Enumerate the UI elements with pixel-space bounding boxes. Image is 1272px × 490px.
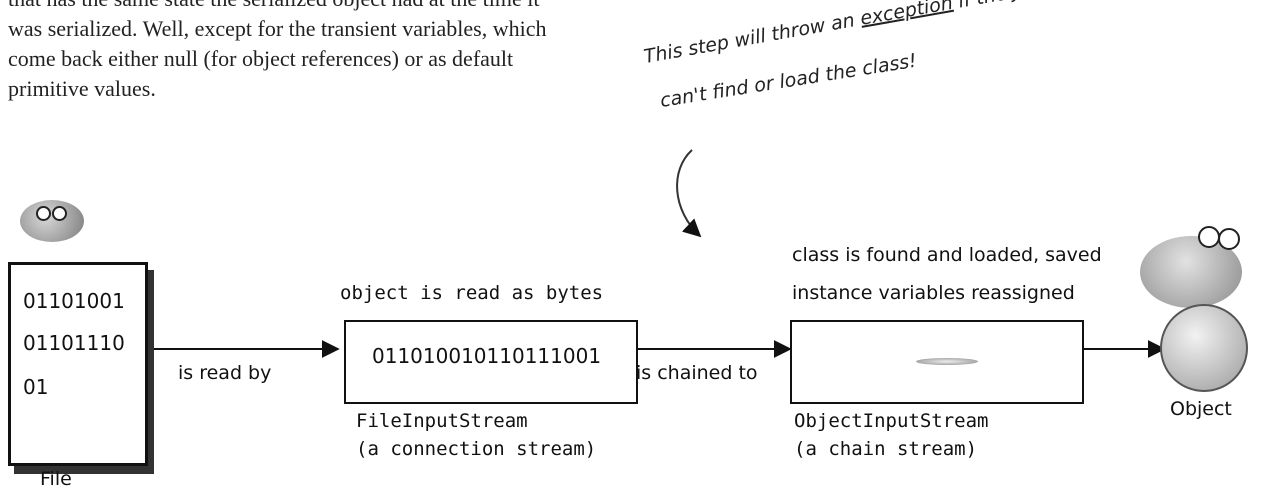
reassigned-caption: instance variables reassigned: [792, 282, 1075, 304]
class-loaded-caption: class is found and loaded, saved: [792, 244, 1102, 266]
chained-to-label: is chained to: [636, 362, 758, 384]
paragraph-line: come back either null (for object refere…: [8, 46, 514, 71]
file-box: 01101001 01101110 01: [8, 262, 148, 466]
object-sphere-icon: [1160, 304, 1248, 392]
paragraph-line: primitive values.: [8, 76, 156, 101]
note-pointer-arrow: [676, 149, 702, 238]
file-bits-line: 01101110: [23, 331, 125, 355]
fis-name: FileInputStream: [356, 410, 528, 432]
file-bits-line: 01: [23, 375, 49, 399]
paragraph-line: was serialized. Well, except for the tra…: [8, 16, 547, 41]
file-bits-line: 01101001: [23, 289, 125, 313]
frog-eye-icon: [1218, 228, 1240, 250]
object-input-stream-box: [790, 320, 1084, 404]
lens-disc-icon: [916, 358, 978, 365]
object-label: Object: [1170, 398, 1232, 420]
bytes-caption: object is read as bytes: [340, 282, 604, 304]
mascot-eye-icon: [52, 206, 67, 221]
mascot-eye-icon: [36, 206, 51, 221]
file-label: File: [40, 468, 72, 490]
frog-mascot-icon: [20, 200, 84, 242]
ois-name: ObjectInputStream: [794, 410, 989, 432]
intro-paragraph: that has the same state the serialized o…: [8, 0, 768, 104]
byte-sequence: 011010010110111001: [372, 344, 602, 368]
frog-eye-icon: [1198, 226, 1220, 248]
ois-kind: (a chain stream): [794, 438, 978, 460]
fis-kind: (a connection stream): [356, 438, 597, 460]
frog-object-icon: [1140, 226, 1242, 308]
diagram-connectors: [154, 149, 1166, 358]
paragraph-line: that has the same state the serialized o…: [8, 0, 768, 14]
file-input-stream-box: 011010010110111001: [344, 320, 638, 404]
read-by-label: is read by: [178, 362, 272, 384]
